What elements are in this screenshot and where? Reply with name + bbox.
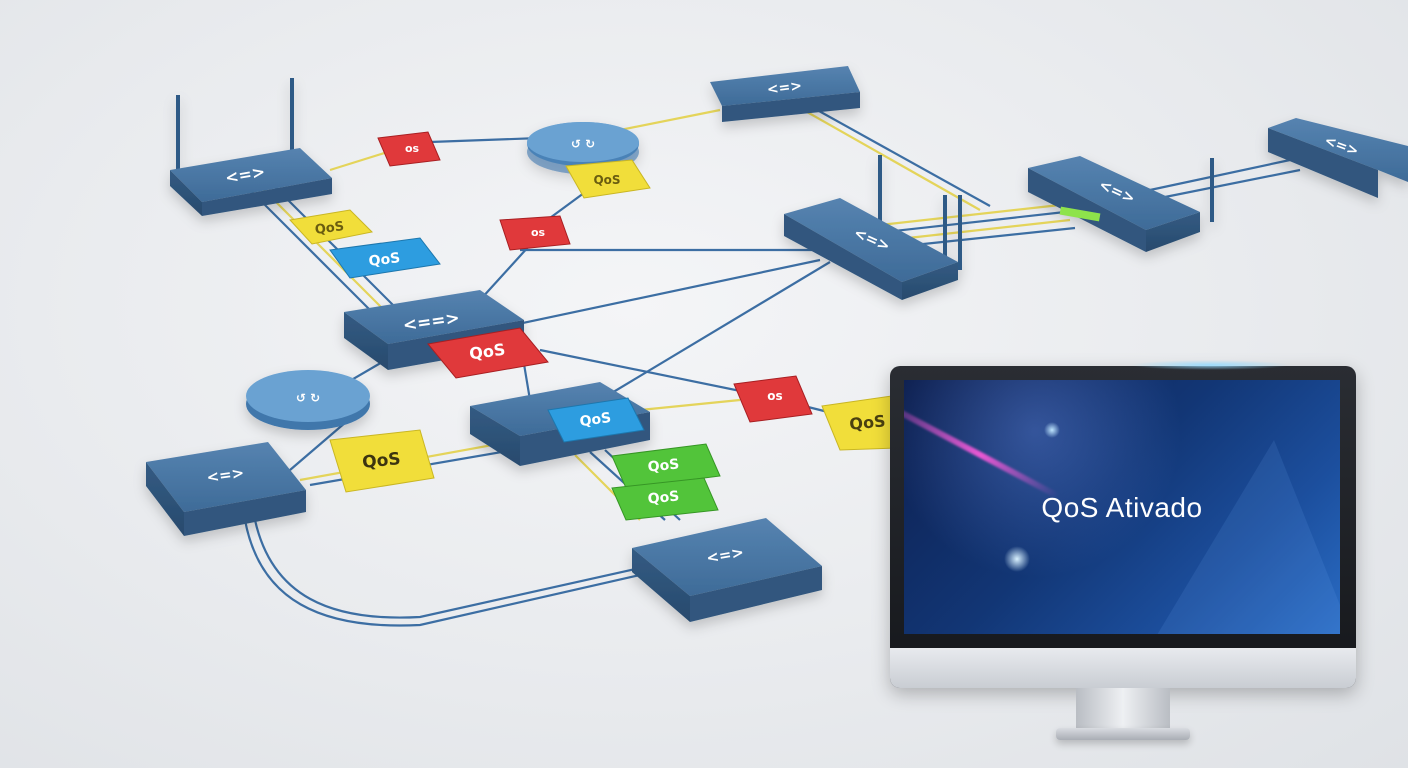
- monitor-chin: [890, 648, 1356, 688]
- qos-tag-label: QoS: [593, 173, 620, 187]
- cable: [489, 258, 821, 332]
- switch-icon: <=>: [146, 442, 306, 536]
- router-icon: <=>: [784, 155, 962, 300]
- screen-facet: [1154, 440, 1340, 634]
- cable: [639, 398, 741, 412]
- qos-tag-green: QoS: [611, 443, 721, 489]
- cable: [809, 105, 991, 207]
- qos-tag-yellow: QoS: [821, 395, 897, 451]
- cable: [479, 244, 531, 301]
- qos-tag-red: QoS: [427, 327, 549, 379]
- svg-text:<=>: <=>: [766, 78, 803, 98]
- cable: [1159, 168, 1301, 200]
- qos-tag-yellow: QoS: [565, 159, 651, 199]
- qos-tag-label: QoS: [314, 219, 345, 238]
- router-icon: <=>: [1028, 156, 1214, 252]
- cable: [1149, 158, 1291, 192]
- glow: [1130, 360, 1290, 370]
- switch-icon: <=>: [1268, 118, 1408, 198]
- qos-tag-yellow: QoS: [329, 429, 435, 493]
- cable: [599, 261, 831, 401]
- cable: [243, 519, 641, 627]
- monitor-stand: [1076, 688, 1170, 732]
- qos-tag-red-small: os: [733, 375, 813, 423]
- qos-tag-label: os: [531, 226, 546, 239]
- cable: [894, 226, 1076, 249]
- qos-tag-label: QoS: [647, 456, 680, 475]
- screen-status-text: QoS Ativado: [1041, 492, 1203, 523]
- cable: [889, 218, 1071, 242]
- cable: [539, 348, 761, 397]
- screen-glow: [1044, 422, 1060, 438]
- qos-tag-yellow: QoS: [289, 209, 374, 245]
- qos-tag-blue: QoS: [329, 237, 441, 279]
- cable: [253, 519, 641, 619]
- cable: [884, 210, 1066, 234]
- router-icon: <=>: [170, 78, 332, 216]
- qos-tag-label: QoS: [468, 340, 506, 364]
- switch-icon: <=>: [710, 66, 860, 122]
- monitor-screen: QoS Ativado: [904, 380, 1340, 634]
- cable: [249, 189, 381, 321]
- screen-streak: [904, 390, 1060, 499]
- svg-text:↺ ↻: ↺ ↻: [296, 391, 320, 405]
- qos-tag-label: QoS: [848, 411, 886, 434]
- qos-tag-green: QoS: [611, 477, 719, 521]
- cable: [429, 136, 541, 144]
- cable: [799, 107, 981, 211]
- switch-icon: <=>: [632, 518, 822, 622]
- qos-tag-label: QoS: [647, 488, 680, 507]
- port-led: [1059, 206, 1101, 222]
- cable: [619, 108, 721, 132]
- cable: [261, 187, 393, 319]
- qos-tag-label: QoS: [361, 449, 401, 473]
- qos-tag-label: os: [405, 142, 420, 155]
- cable: [879, 203, 1061, 227]
- svg-text:<=>: <=>: [205, 464, 245, 487]
- monitor-foot: [1056, 728, 1190, 740]
- qos-tag-label: os: [767, 389, 782, 403]
- monitor-icon: QoS Ativado: [890, 360, 1356, 746]
- qos-tag-red-small: os: [377, 131, 441, 167]
- hub-icon: ↺ ↻: [246, 370, 370, 430]
- screen-glow: [1004, 546, 1030, 572]
- qos-tag-red-small: os: [499, 215, 571, 251]
- qos-tag-blue: QoS: [547, 397, 645, 443]
- svg-text:↺ ↻: ↺ ↻: [571, 137, 595, 151]
- qos-tag-label: QoS: [579, 410, 613, 430]
- monitor-bezel: QoS Ativado: [890, 360, 1356, 688]
- qos-tag-label: QoS: [368, 250, 401, 270]
